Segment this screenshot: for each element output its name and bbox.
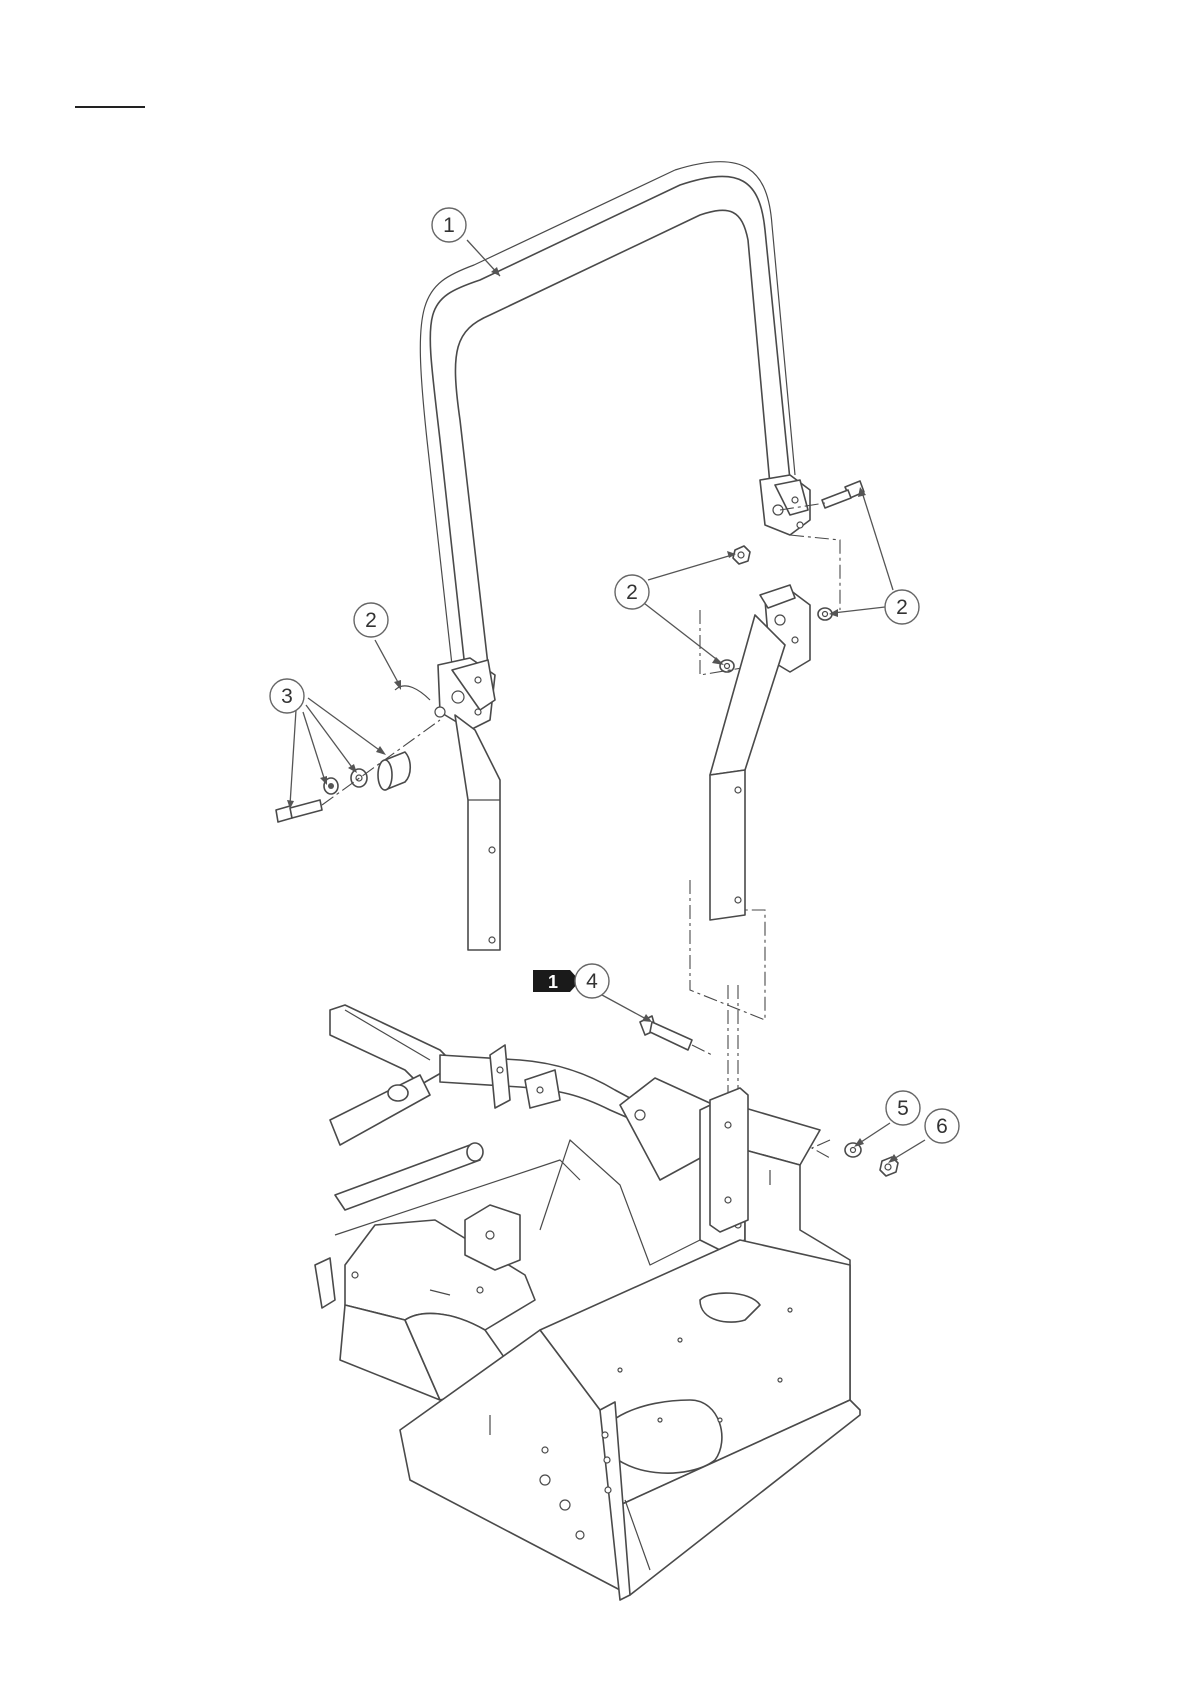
right-lower-upright (710, 585, 810, 920)
callout-label: 2 (365, 609, 377, 632)
roll-bar (420, 162, 795, 668)
callout-label: 6 (936, 1115, 948, 1138)
callout-3: 3 (270, 679, 304, 713)
callout-label: 1 (443, 214, 455, 237)
alignment-line-nut (812, 1140, 830, 1158)
note-tag-label: 1 (548, 972, 558, 992)
callout-5: 5 (886, 1091, 920, 1125)
callout-label: 2 (896, 596, 908, 619)
callout-1: 1 (432, 208, 466, 242)
callout-label: 3 (281, 685, 293, 708)
callout-2-right-upper: 2 (615, 575, 649, 609)
callout-label: 2 (626, 581, 638, 604)
callout-4: 4 (575, 964, 609, 998)
callout-label: 5 (897, 1097, 909, 1120)
left-hinge-bracket (395, 658, 495, 730)
left-pivot-hardware (276, 720, 440, 822)
frame-upright-mount (710, 1088, 748, 1232)
right-washer-lower (720, 660, 734, 672)
right-hinge-bracket (760, 475, 810, 535)
callout-2-left: 2 (354, 603, 388, 637)
note-tag: 1 (533, 970, 580, 992)
right-nut (733, 546, 750, 564)
left-lower-upright (455, 715, 500, 950)
callout-6: 6 (925, 1109, 959, 1143)
callout-2-right: 2 (885, 590, 919, 624)
callout-label: 4 (586, 970, 598, 993)
chassis-frame (315, 1005, 860, 1600)
